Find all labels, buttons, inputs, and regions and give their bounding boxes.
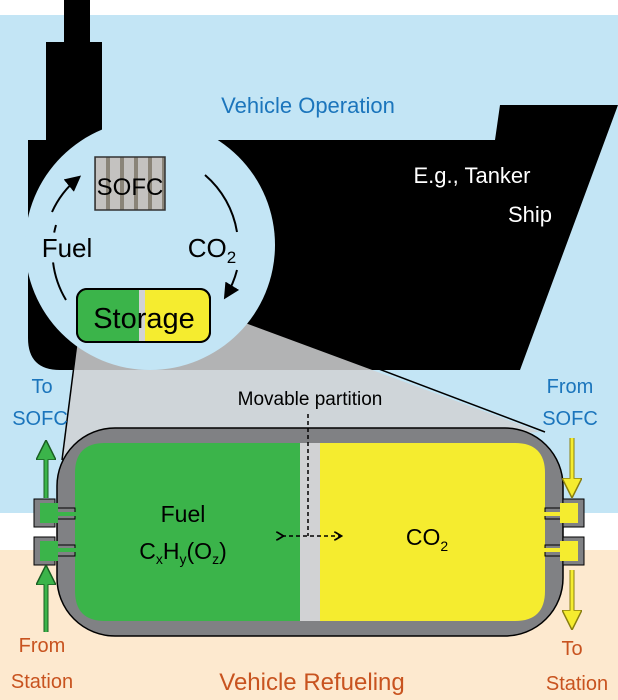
tank-fuel-formula: CxHy(Oz)	[139, 538, 226, 567]
to-sofc-label-2: SOFC	[12, 408, 68, 430]
to-sofc-label-1: To	[31, 376, 52, 398]
from-station-label-1: From	[19, 635, 66, 657]
sofc-label: SOFC	[97, 174, 164, 201]
ship-label-line2: Ship	[508, 202, 552, 227]
tank-fuel-label: Fuel	[161, 501, 206, 527]
from-sofc-label-1: From	[547, 376, 594, 398]
storage-tank	[56, 427, 564, 637]
cycle-fuel-label: Fuel	[42, 233, 93, 263]
to-station-label-2: Station	[546, 673, 608, 695]
region-label-operation: Vehicle Operation	[221, 93, 395, 118]
fuel-arrow	[51, 224, 67, 301]
from-sofc-label-2: SOFC	[542, 408, 598, 430]
from-station-label-2: Station	[11, 671, 73, 693]
to-station-label-1: To	[561, 638, 582, 660]
fuel-chamber	[75, 443, 300, 621]
sofc-stack	[94, 156, 166, 211]
co2-chamber	[320, 443, 545, 621]
ports	[33, 498, 585, 566]
region-label-refueling: Vehicle Refueling	[219, 669, 404, 696]
storage-mini-tank: Storage	[76, 288, 211, 343]
partition-label: Movable partition	[238, 389, 383, 410]
movable-partition	[300, 443, 320, 621]
ship-label-line1: E.g., Tanker	[414, 163, 531, 188]
co2-arrow	[204, 174, 238, 233]
tank-co2-label: CO2	[406, 524, 449, 554]
cycle-co2-label: CO2	[188, 233, 236, 267]
svg-text:Storage: Storage	[93, 303, 195, 335]
